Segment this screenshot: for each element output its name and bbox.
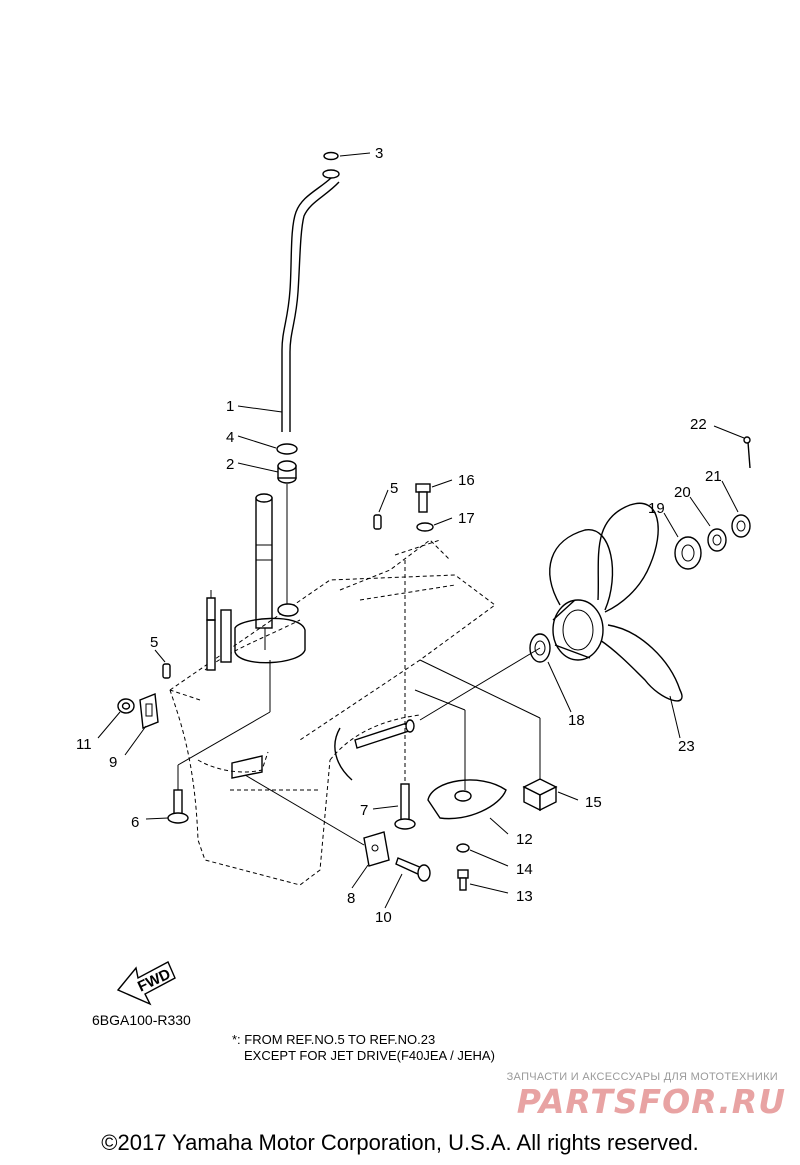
callout-9: 9 — [109, 754, 117, 771]
callout-8: 8 — [347, 890, 355, 907]
callout-labels: 1 2 3 4 5 5 6 7 8 9 10 11 12 13 14 15 16… — [76, 145, 722, 926]
callout-13: 13 — [516, 888, 533, 905]
diagram-code: 6BGA100-R330 — [92, 1012, 191, 1028]
part-16-bolt — [415, 483, 431, 513]
part-14-washer — [456, 843, 470, 853]
callout-1: 1 — [226, 398, 234, 415]
part-7-bolt — [394, 783, 416, 830]
callout-15: 15 — [585, 794, 602, 811]
callout-7: 7 — [360, 802, 368, 819]
part-5-dowel-pin-lower — [162, 663, 171, 679]
note-line-1: *: FROM REF.NO.5 TO REF.NO.23 — [232, 1032, 436, 1047]
part-23-propeller — [549, 502, 683, 702]
part-3-washer — [323, 151, 339, 161]
callout-6: 6 — [131, 814, 139, 831]
part-22-cotter-pin — [743, 436, 751, 469]
callout-23: 23 — [678, 738, 695, 755]
callout-10: 10 — [375, 909, 392, 926]
callout-11: 11 — [76, 736, 92, 753]
callout-4: 4 — [226, 429, 234, 446]
part-5-dowel-pin-upper — [373, 514, 382, 530]
part-21-nut — [731, 514, 751, 538]
note-line-2: EXCEPT FOR JET DRIVE(F40JEA / JEHA) — [244, 1048, 495, 1063]
part-20-washer — [707, 528, 727, 552]
part-19-spacer — [674, 536, 702, 570]
callout-22: 22 — [690, 416, 707, 433]
callout-19: 19 — [648, 500, 665, 517]
watermark-tagline: ЗАПЧАСТИ И АКСЕССУАРЫ ДЛЯ МОТОТЕХНИКИ — [506, 1071, 778, 1083]
part-6-bolt — [167, 789, 189, 824]
fwd-arrow-icon: FWD — [116, 961, 176, 1006]
watermark-logo: PARTSFOR.RU — [516, 1082, 786, 1121]
water-tube — [281, 169, 340, 432]
part-11-nut — [117, 698, 135, 714]
callout-12: 12 — [516, 831, 533, 848]
callout-2: 2 — [226, 456, 234, 473]
lower-casing — [169, 539, 496, 886]
part-4-washer — [276, 443, 298, 455]
callout-5: 5 — [390, 480, 398, 497]
part-15-anode — [522, 778, 558, 812]
part-13-bolt — [457, 869, 469, 891]
part-17-washer — [416, 522, 434, 532]
copyright-notice: ©2017 Yamaha Motor Corporation, U.S.A. A… — [101, 1130, 699, 1155]
callout-5-lower: 5 — [150, 634, 158, 651]
part-12-trim-tab — [427, 779, 507, 820]
part-8-plate — [363, 831, 390, 867]
callout-20: 20 — [674, 484, 691, 501]
part-9-plate — [139, 693, 159, 729]
callout-17: 17 — [458, 510, 475, 527]
drive-shaft — [255, 493, 273, 629]
callout-16: 16 — [458, 472, 475, 489]
callout-14: 14 — [516, 861, 533, 878]
part-10-screw — [395, 857, 431, 882]
callout-18: 18 — [568, 712, 585, 729]
leader-lines — [97, 152, 745, 909]
callout-3: 3 — [375, 145, 383, 162]
shift-rod — [206, 590, 232, 671]
part-2-grommet — [277, 460, 297, 484]
callout-21: 21 — [705, 468, 722, 485]
